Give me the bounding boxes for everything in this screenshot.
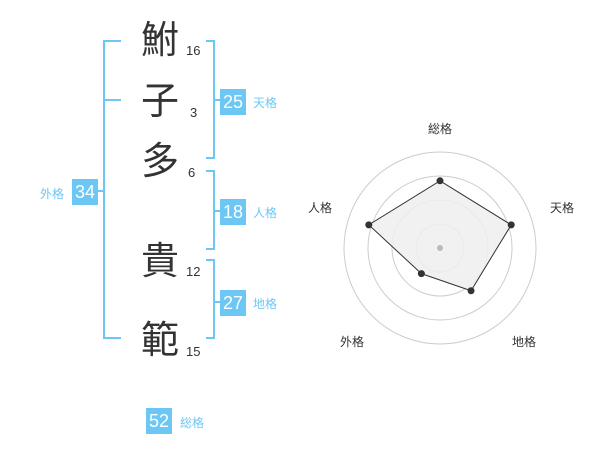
radar-point-地格 (467, 287, 475, 295)
radar-center (437, 245, 443, 251)
chikaku-label: 地格 (253, 297, 278, 311)
name-char-4: 貴 (140, 239, 179, 283)
radar-ring-3 (367, 175, 513, 321)
radar-axis-label-3: 外格 (340, 334, 364, 349)
radar-point-天格 (507, 221, 515, 229)
tenkaku-label: 天格 (253, 96, 278, 110)
name-char-1: 鮒 (140, 18, 179, 62)
radar-ring-4 (343, 151, 537, 345)
radar-point-人格 (365, 221, 373, 229)
stroke-count-4: 12 (186, 264, 201, 279)
stroke-count-2: 3 (190, 105, 198, 120)
radar-point-外格 (417, 270, 425, 278)
jinkaku-value: 18 (220, 199, 247, 225)
soukaku-label: 総格 (180, 416, 205, 430)
name-char-2: 子 (140, 79, 179, 123)
gaikaku-value: 34 (72, 179, 99, 205)
radar-area (367, 180, 512, 292)
stroke-count-5: 15 (186, 344, 201, 359)
chikaku-value: 27 (220, 290, 247, 316)
radar-axis-label-4: 人格 (308, 200, 332, 215)
radar-axis-label-1: 天格 (550, 200, 574, 215)
name-char-3: 多 (140, 139, 179, 183)
stroke-count-3: 6 (188, 165, 196, 180)
radar-axis-label-2: 地格 (512, 334, 536, 349)
name-char-5: 範 (140, 318, 179, 362)
stroke-count-1: 16 (186, 43, 201, 58)
radar-point-総格 (436, 177, 444, 185)
jinkaku-label: 人格 (253, 206, 278, 220)
soukaku-value: 52 (146, 408, 173, 434)
fortune-radar-chart: 総格天格地格 外格 人格 (300, 110, 590, 370)
tenkaku-value: 25 (220, 89, 247, 115)
gaikaku-label: 外格 (40, 187, 65, 201)
radar-axis-label-0: 総格 (428, 121, 452, 136)
